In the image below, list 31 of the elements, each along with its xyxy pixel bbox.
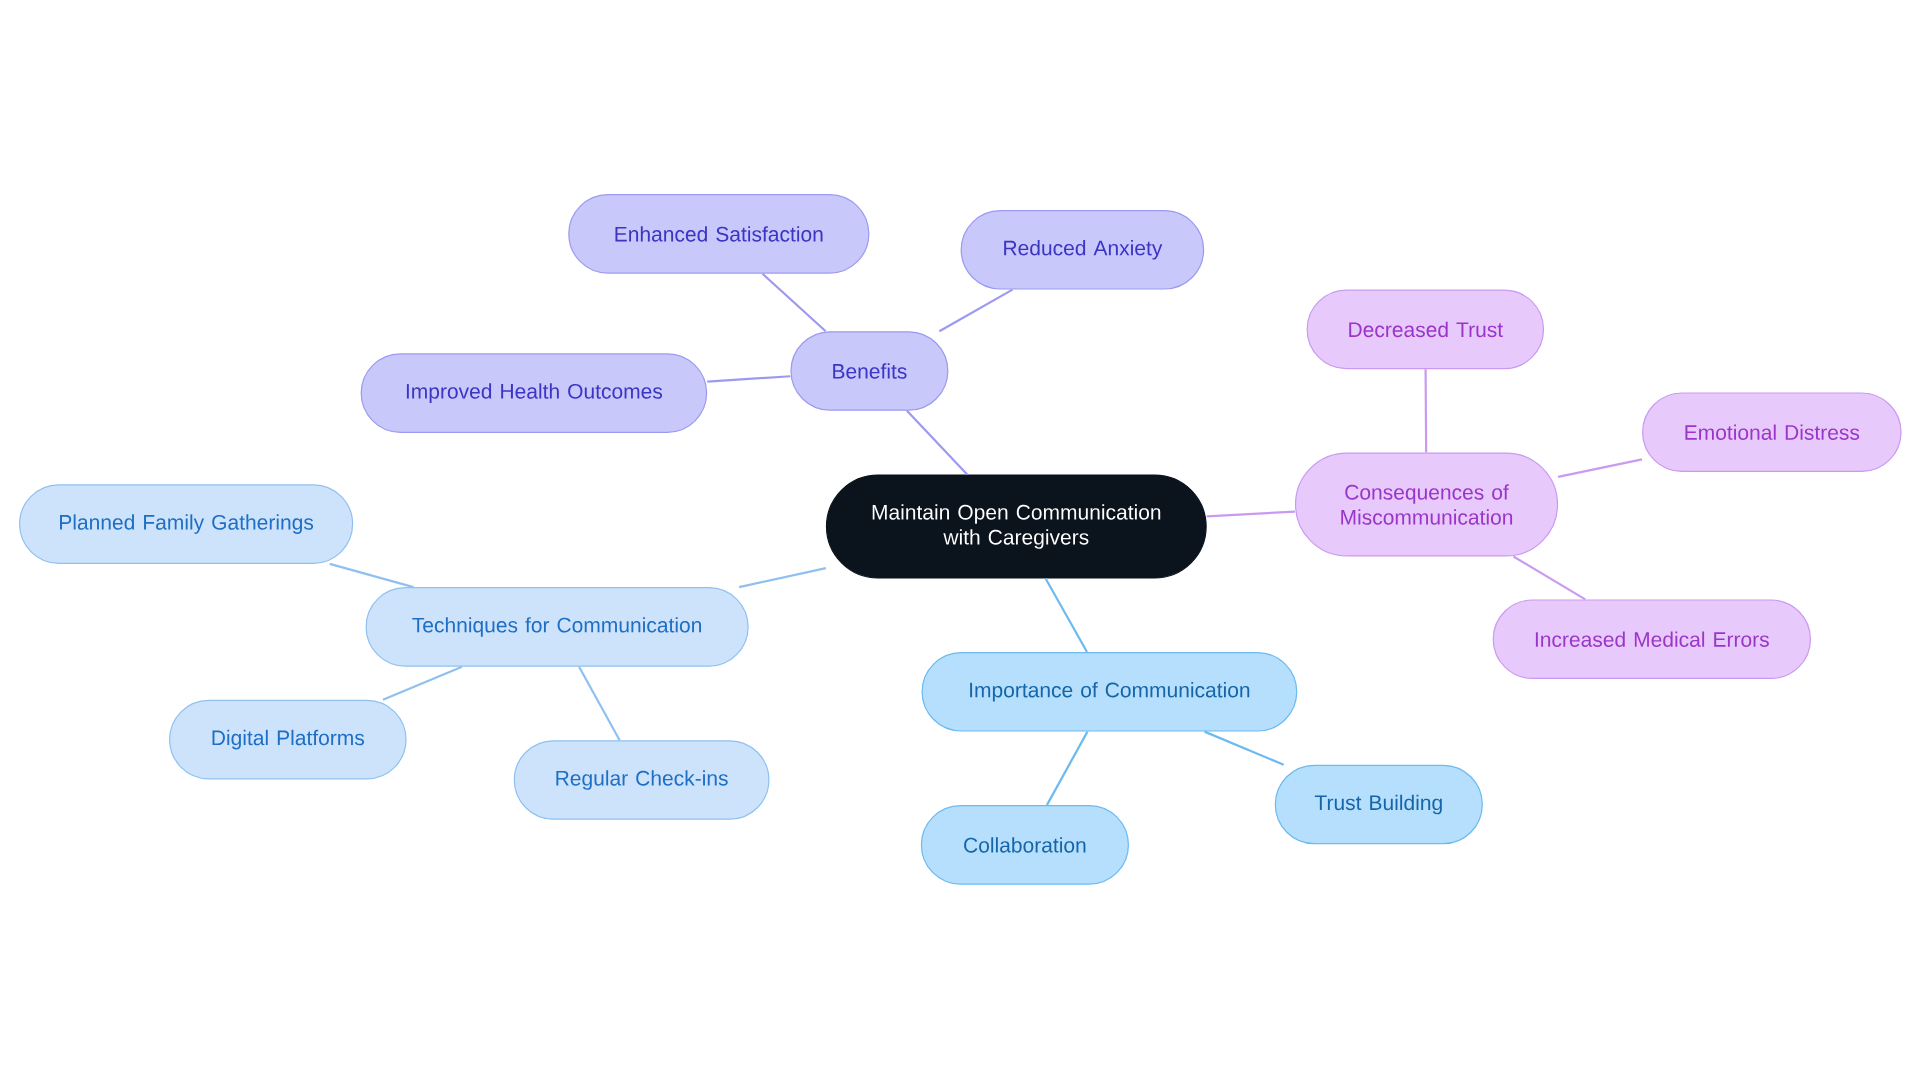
topic-box: Emotional Distress [1642,392,1902,472]
central-topic-box: Maintain Open Communication with Caregivers [825,474,1207,579]
connector-line [329,562,414,589]
topic-box: Benefits [790,331,949,411]
topic-box: Increased Medical Errors [1492,599,1811,679]
topic-box: Planned Family Gatherings [19,484,354,564]
connector-line [761,272,827,333]
topic-box: Improved Health Outcomes [360,353,708,433]
connector-line [578,666,621,741]
connector-line [707,375,791,383]
connector-line [1512,555,1586,601]
topic-box: Importance of Communication [921,652,1298,732]
topic-box: Regular Check-ins [513,740,770,820]
topic-box: Decreased Trust [1306,289,1545,370]
topic-box: Techniques for Communication [365,587,749,667]
topic-box: Collaboration [920,805,1129,885]
connector-line [1424,369,1428,453]
connector-line [906,410,968,476]
connector-line [938,288,1014,333]
topic-box: Reduced Anxiety [960,210,1205,290]
connector-line [1557,458,1643,478]
topic-box: Trust Building [1274,764,1483,845]
connector-line [1206,510,1295,518]
topic-box: Consequences of Miscommunication [1294,452,1559,557]
topic-box: Digital Platforms [169,699,407,780]
connector-line [1044,577,1088,653]
connector-line [1204,730,1285,766]
topic-box: Enhanced Satisfaction [568,194,870,274]
connector-line [382,665,463,701]
connector-line [1045,731,1089,806]
connector-line [738,567,827,589]
